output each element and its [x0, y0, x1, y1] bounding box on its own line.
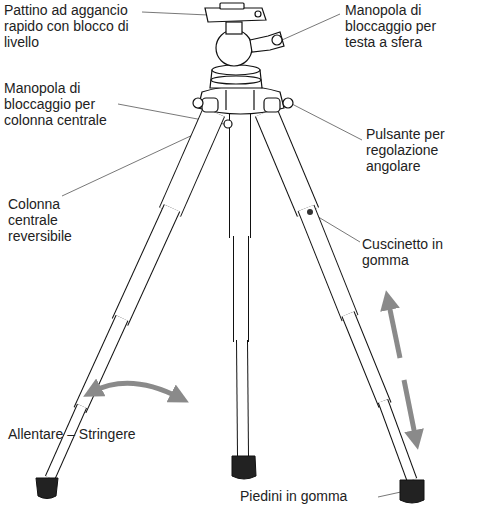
part-label: Manopola di bloccaggio per testa a sfera — [345, 2, 469, 50]
right-leg-stroke — [400, 480, 424, 503]
right-leg-stroke — [266, 112, 308, 212]
left-leg-stroke — [170, 112, 214, 212]
right-leg-stroke — [266, 112, 308, 212]
leg-hub-stroke — [202, 98, 218, 112]
part-label: Manopola di bloccaggio per colonna centr… — [4, 80, 120, 128]
motion-arrows-stroke — [404, 380, 416, 440]
leg-hub-stroke — [225, 90, 226, 110]
right-leg-stroke — [306, 208, 350, 318]
part-label: Piedini in gomma — [240, 488, 400, 504]
part-label: Pattino ad aggancio rapido con blocco di… — [4, 2, 146, 50]
leader-lines — [62, 12, 410, 497]
right-leg-stroke — [348, 314, 385, 405]
motion-arrows-stroke — [92, 383, 180, 398]
motion-arrows — [92, 300, 416, 440]
center-column-stroke — [230, 105, 250, 238]
ball-head-stroke — [211, 76, 261, 84]
part-label: Cuscinetto in gomma — [362, 236, 462, 268]
center-column-stroke — [232, 456, 256, 479]
left-leg-stroke — [36, 478, 58, 499]
ball-head — [205, 3, 284, 88]
center-column-stroke — [234, 236, 248, 342]
ball-head-stroke — [216, 30, 252, 66]
leg-hub-stroke — [283, 98, 293, 108]
ball-head-stroke — [205, 8, 266, 22]
left-leg-stroke — [80, 318, 122, 410]
left-leg-stroke — [80, 318, 122, 410]
leader-lines-stroke — [282, 14, 340, 40]
part-label: Pulsante per regolazione angolare — [366, 126, 470, 174]
left-leg-stroke — [170, 112, 214, 212]
leader-lines-stroke — [292, 104, 362, 140]
ball-head-stroke — [220, 3, 244, 9]
leg-hub-stroke — [264, 98, 280, 112]
left-leg-stroke — [120, 208, 172, 322]
leg-hub-stroke — [224, 120, 232, 128]
left-leg-stroke — [50, 406, 82, 478]
left-leg-stroke — [50, 406, 82, 478]
ball-head-stroke — [272, 35, 282, 45]
ball-head-stroke — [250, 32, 284, 52]
right-leg-stroke — [348, 314, 385, 405]
ball-head-stroke — [212, 65, 260, 75]
right-leg-stroke — [383, 401, 412, 480]
center-column-stroke — [242, 340, 243, 456]
center-column-stroke — [233, 236, 249, 342]
left-leg-stroke — [120, 208, 172, 322]
leg-hub-stroke — [193, 98, 203, 108]
ball-head-stroke — [226, 22, 242, 34]
center-column — [232, 105, 256, 479]
motion-label: Allentare – Stringere — [8, 426, 198, 442]
leg-hub-stroke — [198, 86, 284, 114]
right-leg-stroke — [306, 208, 350, 318]
ball-head-stroke — [255, 11, 261, 17]
part-label: Colonna centrale reversibile — [8, 196, 92, 244]
leg-hub-stroke — [253, 90, 254, 110]
center-column-stroke — [242, 340, 243, 456]
right-leg-stroke — [383, 401, 412, 480]
right-leg-stroke — [307, 209, 313, 215]
motion-arrows-stroke — [388, 300, 400, 358]
leader-lines-stroke — [142, 12, 208, 15]
leg-hub — [193, 86, 293, 128]
